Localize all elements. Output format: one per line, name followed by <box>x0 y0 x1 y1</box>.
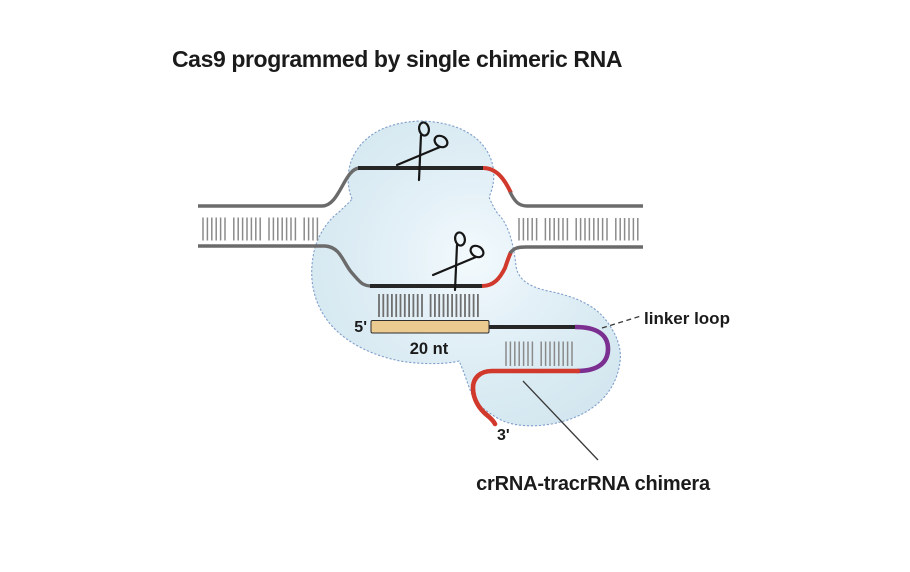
dna-right-duplex-top <box>508 191 643 208</box>
chimeric-rna <box>370 320 611 427</box>
linker-loop-curve <box>574 324 611 374</box>
target-strand-red-segment <box>481 251 513 288</box>
chimera-label: crRNA-tracrRNA chimera <box>476 473 711 495</box>
tracrRNA-strand <box>470 368 581 427</box>
five-prime-label: 5' <box>354 319 367 336</box>
guide-target-pairing-hatches <box>378 294 479 317</box>
dna-right-duplex-bottom <box>508 245 643 255</box>
cas9-protein-blob <box>311 120 621 427</box>
crRNA-tracrRNA-pairing-hatches <box>505 341 573 366</box>
left-duplex-basepair-hatches <box>202 217 319 241</box>
linker-loop-leader-line <box>601 315 642 329</box>
dna-left-duplex-bottom <box>198 244 373 288</box>
figure-title: Cas9 programmed by single chimeric RNA <box>172 46 622 72</box>
dna-left-duplex-top <box>198 166 361 208</box>
linker-loop-label: linker loop <box>644 309 730 328</box>
displaced-strand-red-segment <box>482 166 513 194</box>
dna-bottom-strand <box>198 244 643 288</box>
right-duplex-basepair-hatches <box>518 218 639 241</box>
chimera-leader-line <box>522 380 599 461</box>
guide-sequence-bar <box>370 320 490 334</box>
three-prime-label: 3' <box>497 427 510 444</box>
guide-length-label: 20 nt <box>410 340 449 358</box>
